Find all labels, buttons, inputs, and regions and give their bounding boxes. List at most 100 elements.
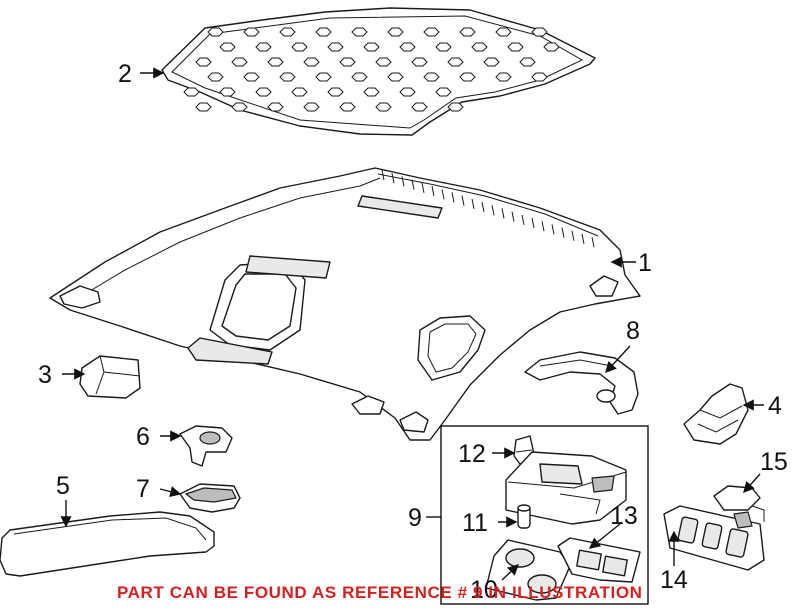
headliner-rib [491, 205, 495, 216]
pad-boss [387, 72, 404, 82]
headliner-rib [521, 214, 525, 225]
pad-boss [255, 42, 272, 52]
headliner-rib [391, 173, 395, 184]
lamp-part-3 [79, 355, 141, 399]
headliner-rib [591, 237, 595, 248]
pad-boss [471, 42, 488, 52]
pad-boss [327, 87, 344, 97]
pad-boss [399, 42, 416, 52]
pad-boss [315, 72, 332, 82]
headliner-rib [571, 230, 575, 241]
pad-boss [363, 42, 380, 52]
headliner-rib [421, 182, 425, 193]
callout-10: 10 [470, 576, 498, 604]
pad-boss [459, 72, 476, 82]
pad-boss [507, 42, 524, 52]
pad-boss [255, 87, 272, 97]
headliner-rib [401, 176, 405, 187]
callout-14: 14 [660, 566, 688, 594]
pad-boss [435, 87, 452, 97]
callout-15: 15 [760, 448, 788, 476]
pad-boss [339, 57, 356, 67]
callout-9: 9 [408, 504, 422, 532]
pad-boss [267, 57, 284, 67]
pad-boss [519, 57, 536, 67]
pad-boss [243, 72, 260, 82]
pad-boss [459, 27, 476, 37]
callout-1: 1 [638, 249, 652, 277]
pad-boss [399, 87, 416, 97]
callout-4: 4 [768, 392, 782, 420]
headliner-rib [481, 201, 485, 213]
leader-lines [60, 67, 764, 581]
pad-boss [207, 72, 224, 82]
pad-boss [231, 102, 248, 112]
bracket-part-4 [683, 383, 749, 445]
pad-boss [483, 57, 500, 67]
pad-boss [351, 72, 368, 82]
callout-8: 8 [626, 317, 640, 345]
pad-boss [303, 102, 320, 112]
grab-handle-part-8 [524, 351, 639, 415]
pad-boss [243, 27, 260, 37]
callout-3: 3 [38, 361, 52, 389]
headliner-rib [461, 195, 465, 206]
pad-boss [531, 27, 548, 37]
pad-boss [531, 72, 548, 82]
headliner-part-1 [49, 167, 641, 441]
pad-boss [219, 42, 236, 52]
pad-boss [303, 57, 320, 67]
headliner-rib [561, 227, 565, 238]
pad-boss [411, 57, 428, 67]
headliner-pad-part-2 [161, 7, 596, 136]
lens-part-10 [485, 539, 571, 601]
headliner-rib [411, 179, 415, 190]
pad-boss [423, 72, 440, 82]
lens-part-13 [557, 537, 641, 583]
cover-part-7 [179, 483, 241, 513]
pad-boss [339, 102, 356, 112]
pad-boss [363, 87, 380, 97]
reference-note: PART CAN BE FOUND AS REFERENCE # 9 IN IL… [117, 583, 643, 602]
pad-boss [291, 87, 308, 97]
headliner-rib [501, 208, 505, 219]
pad-boss [327, 42, 344, 52]
callout-6: 6 [136, 423, 150, 451]
pad-boss [291, 42, 308, 52]
bulb-part-11 [517, 504, 531, 529]
headliner-rib [431, 185, 435, 197]
pad-boss [411, 102, 428, 112]
headliner-rib [551, 224, 555, 235]
pad-boss [231, 57, 248, 67]
pad-boss [543, 42, 560, 52]
pad-boss [195, 102, 212, 112]
headliner-rib [581, 233, 585, 245]
pad-boss [219, 87, 236, 97]
callout-11: 11 [462, 509, 488, 537]
pad-boss [195, 57, 212, 67]
callout-13: 13 [610, 502, 638, 530]
sunvisor-part-5 [0, 511, 215, 577]
headliner-rib [451, 192, 455, 203]
pad-boss [183, 87, 200, 97]
pad-boss [423, 27, 440, 37]
callout-12: 12 [458, 440, 486, 468]
callout-7: 7 [136, 475, 150, 503]
pad-boss [375, 102, 392, 112]
pad-boss [495, 72, 512, 82]
pad-boss [279, 27, 296, 37]
pad-boss [447, 57, 464, 67]
pad-boss [279, 72, 296, 82]
pad-boss [447, 102, 464, 112]
callout-5: 5 [56, 472, 70, 500]
pad-boss [435, 42, 452, 52]
pad-boss [387, 27, 404, 37]
headliner-rib [531, 217, 535, 229]
headliner-rib [511, 211, 515, 222]
callout-2: 2 [118, 60, 132, 88]
pad-boss [267, 102, 284, 112]
pad-boss [351, 27, 368, 37]
pad-boss [375, 57, 392, 67]
pad-boss [495, 27, 512, 37]
